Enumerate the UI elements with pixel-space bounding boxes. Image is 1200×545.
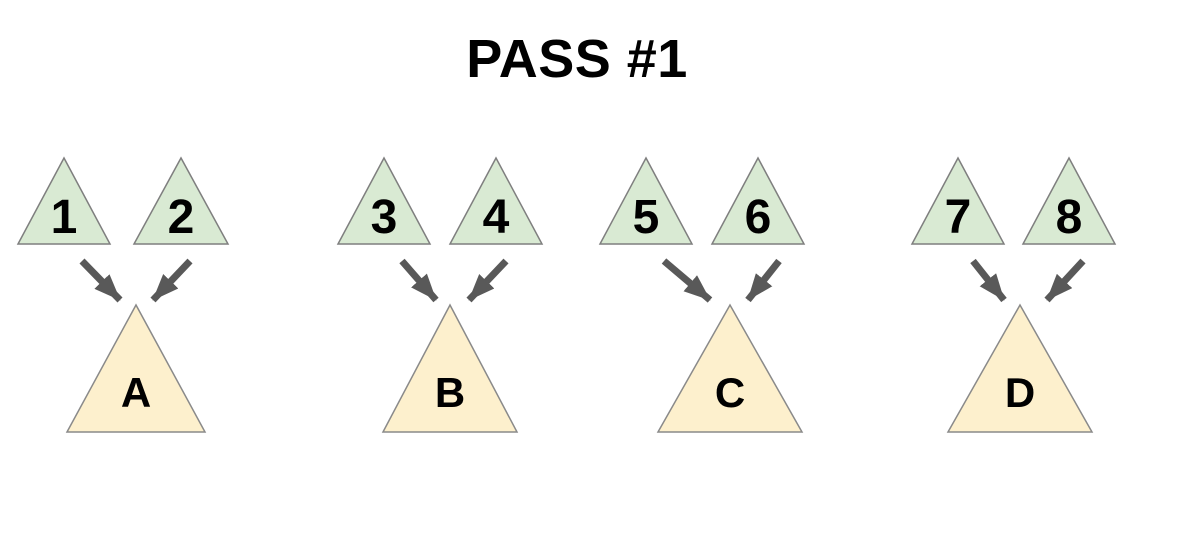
input-triangle-7-label: 7 (945, 191, 972, 244)
merge-group-a: 1 2 A (16, 156, 230, 433)
arrow-7-to-d (970, 258, 1007, 303)
arrow-8-to-d (1044, 258, 1086, 303)
input-triangle-8-label: 8 (1056, 191, 1083, 244)
merge-group-d: 7 8 D (910, 156, 1117, 433)
output-triangle-b-label: B (435, 369, 465, 416)
output-triangle-d-label: D (1005, 369, 1035, 416)
input-triangle-7 (910, 156, 1006, 245)
input-triangle-8 (1021, 156, 1117, 245)
merge-group-b: 3 4 B (336, 156, 544, 433)
output-triangle-a (65, 303, 207, 433)
input-triangle-2-label: 2 (168, 191, 195, 244)
output-triangle-d (946, 303, 1094, 433)
input-triangle-5 (598, 156, 694, 245)
arrow-6-to-c (745, 258, 782, 303)
output-triangle-c (656, 303, 804, 433)
output-triangle-c-label: C (715, 369, 745, 416)
input-triangle-5-label: 5 (633, 191, 660, 244)
input-triangle-1 (16, 156, 112, 245)
merge-group-c: 5 6 C (598, 156, 806, 433)
input-triangle-3 (336, 156, 432, 245)
arrow-2-to-a (150, 258, 193, 303)
arrow-5-to-c (661, 258, 713, 303)
page-title: PASS #1 (466, 29, 688, 89)
output-triangle-a-label: A (121, 369, 151, 416)
input-triangle-3-label: 3 (371, 191, 398, 244)
output-triangle-b (381, 303, 519, 433)
input-triangle-4 (448, 156, 544, 245)
input-triangle-1-label: 1 (51, 191, 78, 244)
arrow-4-to-b (466, 258, 509, 303)
input-triangle-4-label: 4 (483, 191, 510, 244)
input-triangle-6 (710, 156, 806, 245)
input-triangle-6-label: 6 (745, 191, 772, 244)
arrow-1-to-a (79, 258, 123, 303)
arrow-3-to-b (399, 258, 439, 303)
input-triangle-2 (132, 156, 230, 245)
